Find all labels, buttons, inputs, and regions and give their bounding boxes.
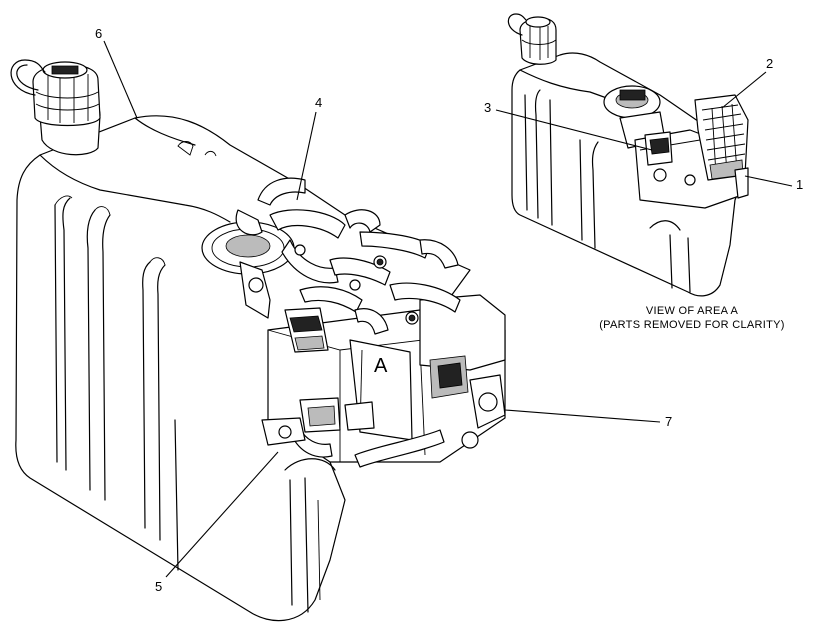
caption-line-2: (PARTS REMOVED FOR CLARITY) xyxy=(599,319,785,331)
leader-4 xyxy=(296,111,317,201)
callout-5: 5 xyxy=(155,579,163,594)
main-tank xyxy=(15,115,471,622)
callout-7: 7 xyxy=(665,414,673,429)
inset-caption: VIEW OF AREA A (PARTS REMOVED FOR CLARIT… xyxy=(592,304,792,332)
leader-6 xyxy=(103,40,138,119)
area-a-marker: A xyxy=(374,355,388,377)
main-filler-cap xyxy=(10,59,101,156)
callout-4: 4 xyxy=(315,95,323,110)
callout-3: 3 xyxy=(484,100,492,115)
leader-1 xyxy=(744,175,793,187)
callout-2: 2 xyxy=(766,56,774,71)
callout-1: 1 xyxy=(796,177,804,192)
leader-5 xyxy=(165,451,279,578)
pump-assembly xyxy=(201,177,506,468)
leader-7 xyxy=(504,409,661,423)
leader-3 xyxy=(495,109,653,151)
inset-tank xyxy=(507,13,749,297)
callout-6: 6 xyxy=(95,26,103,41)
caption-line-1: VIEW OF AREA A xyxy=(645,305,739,317)
leader-2 xyxy=(721,71,767,109)
leader-lines xyxy=(103,40,793,578)
